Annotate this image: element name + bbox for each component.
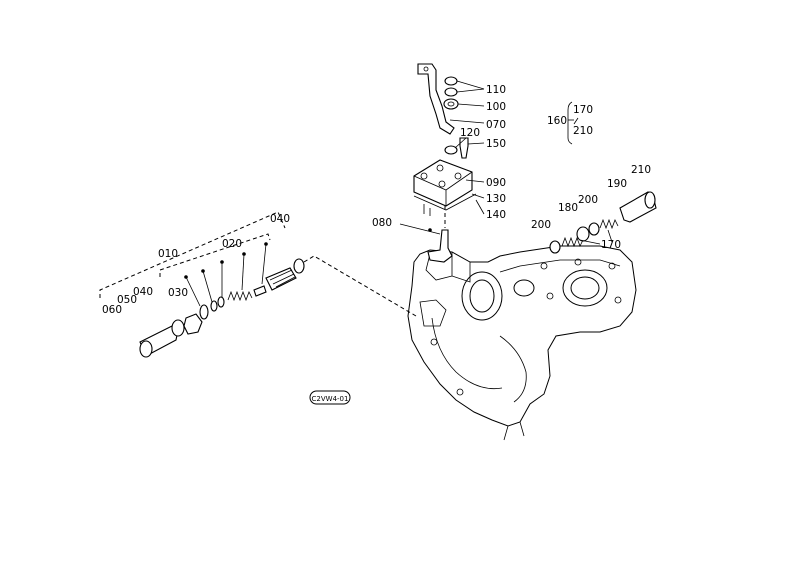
label-090: 090: [486, 177, 506, 189]
seal-120: [444, 145, 458, 155]
label-040-right: 040: [270, 213, 290, 225]
washer-050: [171, 319, 185, 337]
label-120: 120: [460, 127, 480, 139]
lever-070: [417, 63, 455, 135]
label-160: 160: [547, 115, 567, 127]
washer-200-right: [588, 222, 600, 236]
spring-020: [227, 290, 253, 302]
label-180: 180: [558, 202, 578, 214]
washer-110a: [444, 76, 458, 86]
label-140: 140: [486, 209, 506, 221]
label-110: 110: [486, 84, 506, 96]
washer-200-left: [549, 240, 561, 254]
washer-180: [576, 226, 590, 242]
drawing-code-badge: C2VW4-01: [309, 390, 351, 405]
washer-110b: [444, 87, 458, 97]
label-190: 190: [607, 178, 627, 190]
part-labels: 010 020 030 040 040 050 060 070 080 090 …: [102, 84, 651, 316]
label-170-top: 170: [573, 104, 593, 116]
spring-190: [599, 218, 619, 230]
label-210-top: 210: [631, 164, 651, 176]
valve-assembly-right: [549, 101, 657, 254]
label-200-left: 200: [531, 219, 551, 231]
gasket-140: [423, 204, 431, 216]
gasket-130: [413, 193, 477, 211]
drawing-code: C2VW4-01: [312, 395, 349, 403]
oring-040-right: [293, 258, 305, 274]
washer-030: [199, 304, 209, 320]
cover-assembly: [399, 137, 485, 263]
shaft-080: [427, 229, 453, 263]
engine-housing: [407, 245, 637, 441]
label-060: 060: [102, 304, 122, 316]
label-150: 150: [486, 138, 506, 150]
label-010: 010: [158, 248, 178, 260]
label-020: 020: [222, 238, 242, 250]
label-200-right: 200: [578, 194, 598, 206]
valve-assembly-left: [99, 211, 417, 358]
label-170-bottom: 170: [601, 239, 621, 251]
label-130: 130: [486, 193, 506, 205]
label-030: 030: [168, 287, 188, 299]
label-080: 080: [372, 217, 392, 229]
nut-040-left: [183, 313, 203, 335]
spring-170: [561, 236, 584, 248]
lever-assembly-top: [417, 63, 485, 135]
valve-body: [265, 267, 297, 291]
label-050: 050: [117, 294, 137, 306]
label-100: 100: [486, 101, 506, 113]
label-040-left: 040: [133, 286, 153, 298]
label-070: 070: [486, 119, 506, 131]
cover-plate-090: [413, 159, 473, 207]
bolt-150: [459, 137, 469, 159]
label-210-bracket: 210: [573, 125, 593, 137]
washer-100: [443, 98, 459, 110]
